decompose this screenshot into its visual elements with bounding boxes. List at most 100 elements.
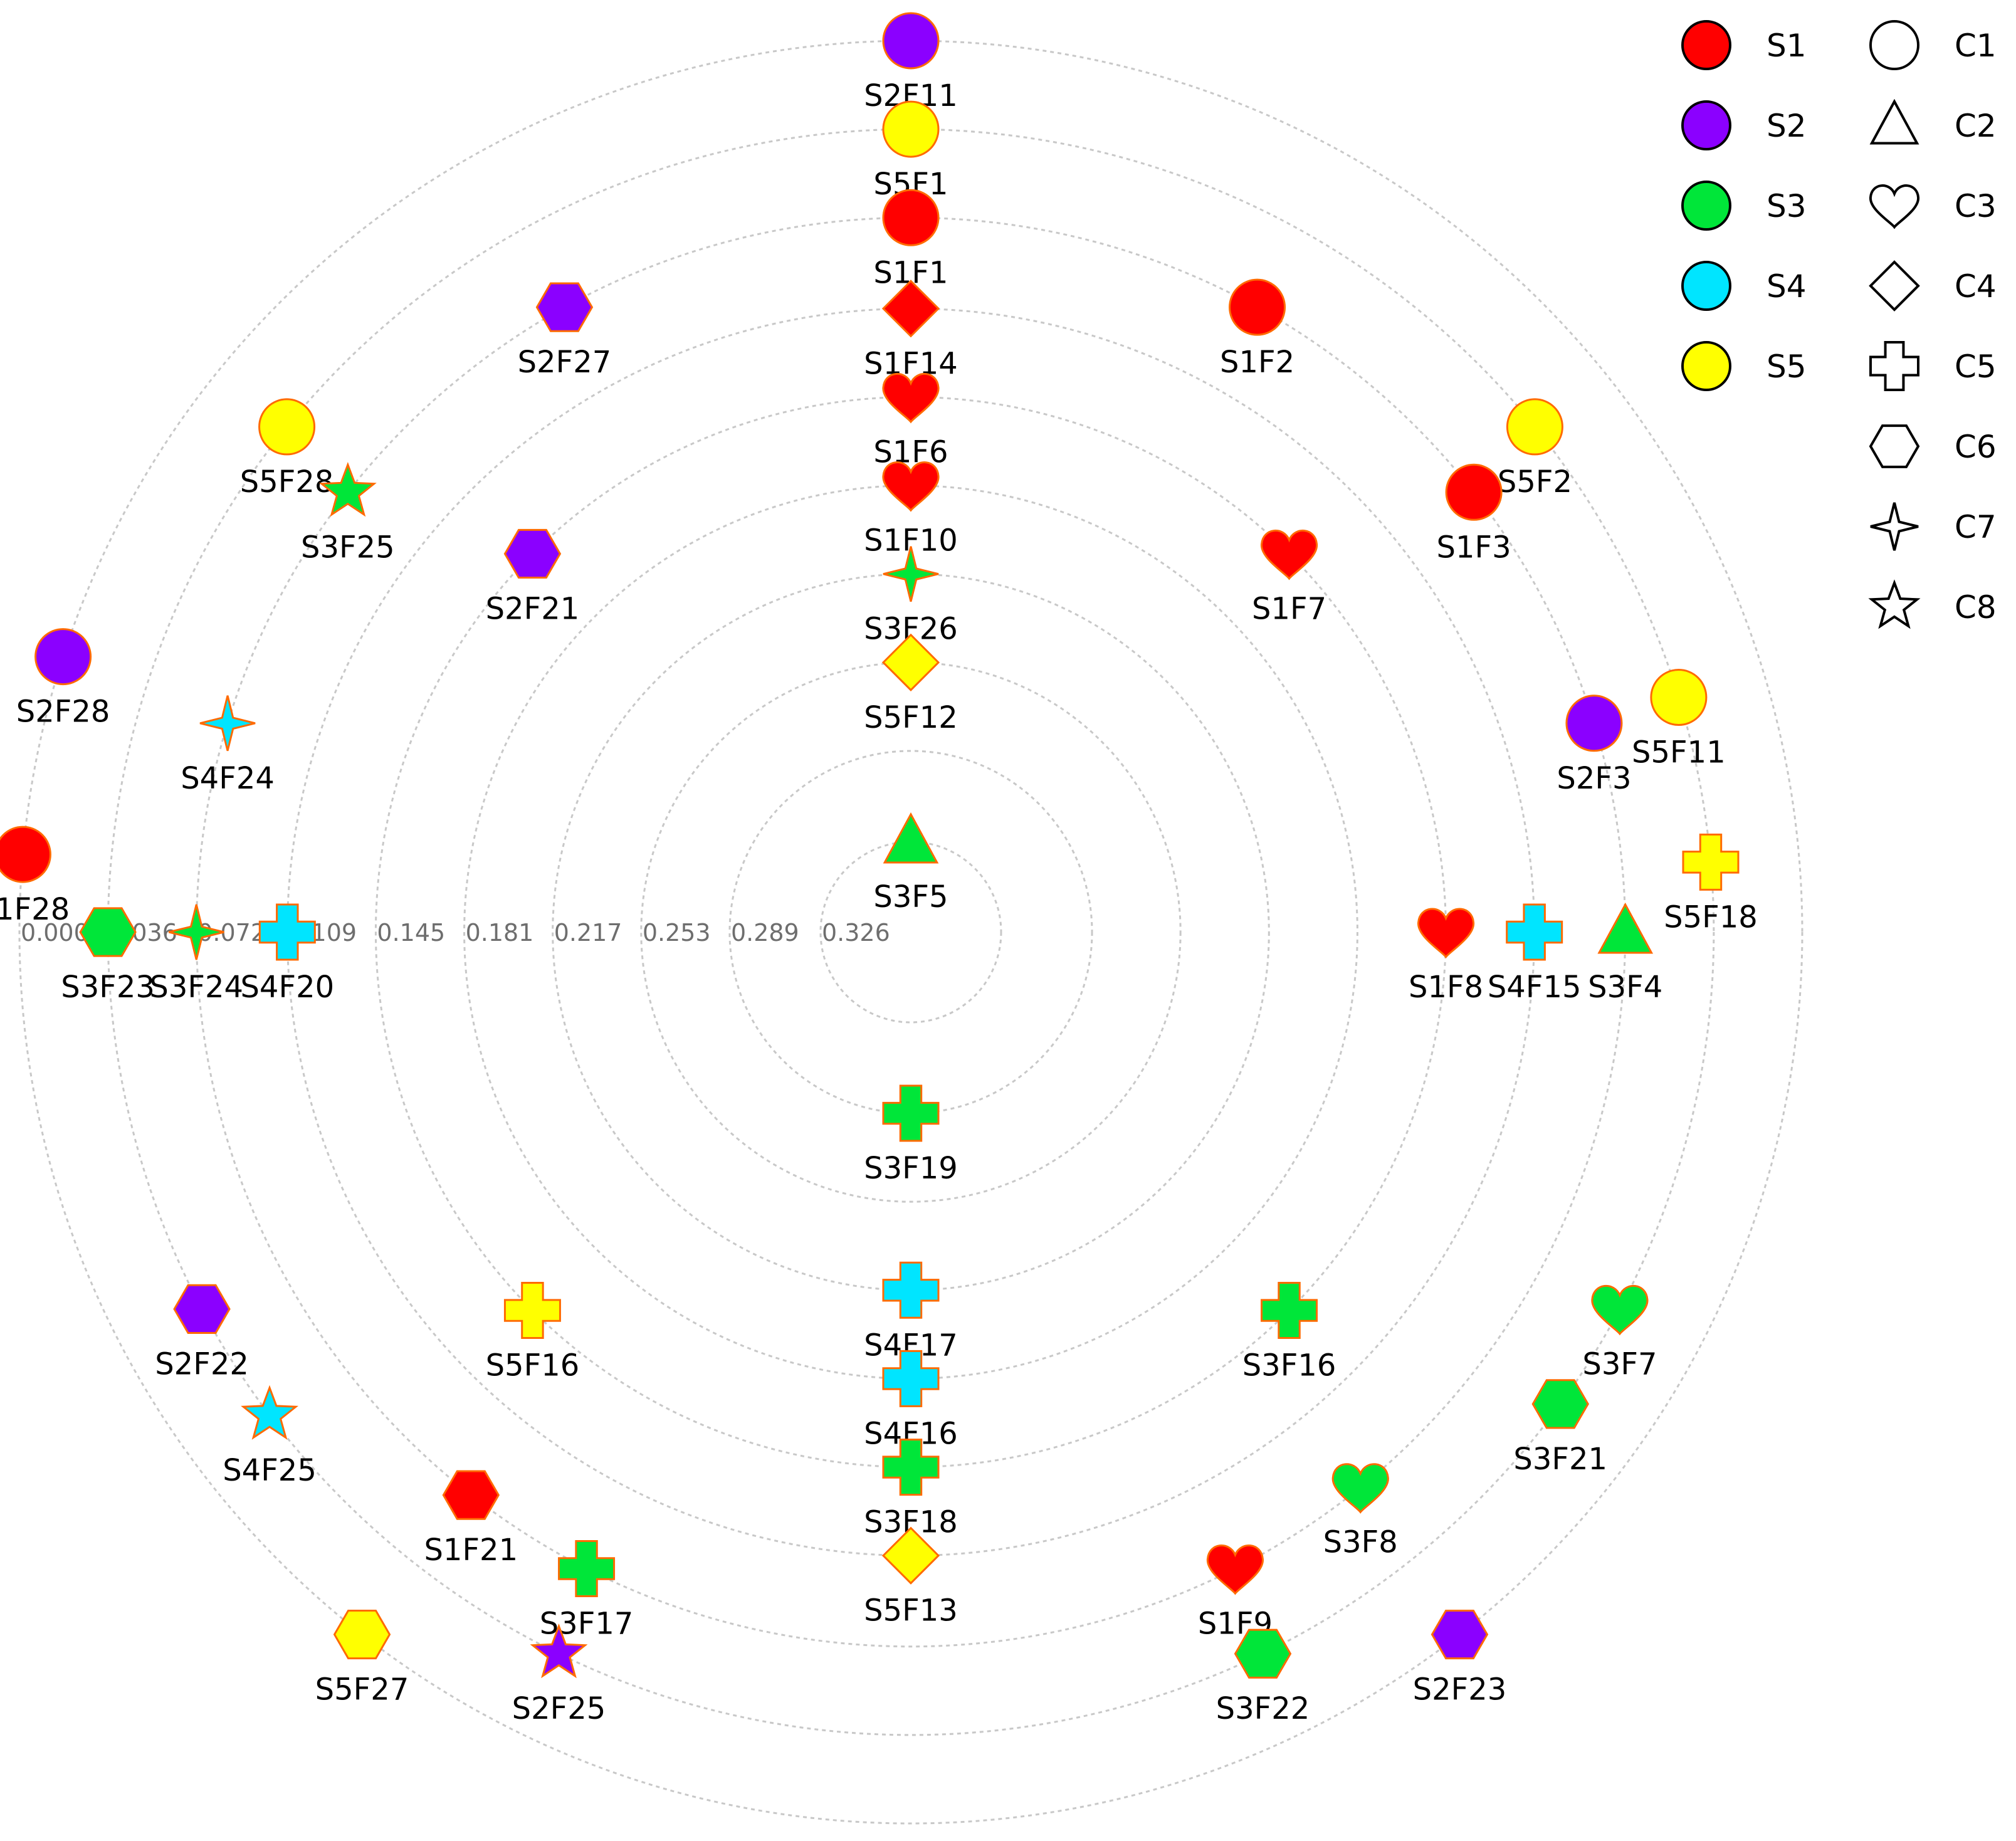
point-label: S3F17 [540, 1607, 634, 1642]
legend-series-label: S4 [1767, 268, 1807, 305]
point-marker [882, 100, 940, 158]
legend-shape-icon [1869, 184, 1919, 229]
point-label: S5F27 [315, 1672, 409, 1707]
point-marker [199, 695, 256, 752]
point-label: S5F2 [1498, 464, 1572, 500]
legend-series-label: S2 [1767, 108, 1807, 144]
legend-shape-label: C5 [1955, 349, 1997, 385]
point-label: S3F23 [61, 970, 155, 1005]
point-label: S2F28 [16, 695, 110, 730]
point-label: S1F2 [1220, 345, 1294, 380]
ring-7 [640, 661, 1182, 1203]
point-marker [1597, 902, 1654, 954]
point-marker [1417, 908, 1475, 959]
point-marker [173, 1284, 231, 1334]
point-label: S3F21 [1513, 1442, 1607, 1477]
point-label: S3F8 [1323, 1525, 1398, 1560]
point-marker [1229, 278, 1286, 336]
ring-9 [819, 841, 1002, 1024]
tick-label: 0.000 [21, 919, 89, 947]
point-marker [1234, 1629, 1292, 1679]
point-marker [333, 1609, 391, 1660]
point-label: S1F21 [424, 1533, 518, 1568]
point-label: S2F23 [1413, 1672, 1507, 1707]
point-label: S4F15 [1488, 970, 1582, 1005]
point-label: S1F6 [873, 434, 948, 469]
point-marker [1650, 669, 1708, 726]
legend-shape-icon [1869, 260, 1920, 312]
point-marker [882, 1350, 940, 1407]
legend-shape-label: C3 [1955, 188, 1997, 224]
point-marker [883, 546, 939, 602]
point-label: S3F24 [149, 970, 243, 1005]
point-marker [442, 1470, 500, 1520]
point-label: S5F13 [864, 1593, 958, 1629]
legend-swatch [1681, 341, 1731, 391]
point-marker [1506, 903, 1563, 961]
legend-shape-icon [1869, 98, 1919, 145]
legend-series-label: S5 [1767, 349, 1807, 385]
point-marker [1506, 398, 1563, 456]
legend-shape-label: C4 [1955, 268, 1997, 305]
point-marker [0, 826, 51, 883]
point-label: S2F22 [155, 1346, 249, 1382]
point-label: S3F25 [301, 530, 395, 565]
point-label: S4F24 [181, 761, 275, 796]
legend-swatch [1681, 181, 1731, 231]
point-marker [318, 462, 377, 517]
point-marker [1431, 1609, 1489, 1660]
legend-shape-label: C7 [1955, 509, 1997, 545]
point-marker [241, 1385, 298, 1440]
point-marker [881, 1526, 940, 1585]
point-label: S3F22 [1216, 1691, 1310, 1726]
ring-8 [728, 750, 1093, 1115]
point-marker [535, 282, 594, 332]
point-label: S3F7 [1582, 1346, 1657, 1382]
point-label: S2F3 [1557, 761, 1631, 796]
point-label: S3F19 [864, 1151, 958, 1186]
tick-label: 0.289 [731, 919, 799, 947]
point-label: S1F3 [1437, 530, 1511, 565]
point-marker [882, 461, 940, 512]
point-label: S1F8 [1409, 970, 1483, 1005]
point-marker [503, 528, 562, 579]
legend-shape-label: C6 [1955, 429, 1997, 465]
point-marker [258, 398, 316, 456]
point-marker [882, 1084, 940, 1142]
legend-swatch [1681, 20, 1731, 70]
tick-label: 0.181 [466, 919, 534, 947]
legend-series-label: S1 [1767, 28, 1807, 64]
point-label: S1F7 [1252, 591, 1326, 626]
point-marker [1261, 530, 1318, 580]
point-marker [503, 1282, 561, 1340]
point-marker [1682, 833, 1740, 891]
point-marker [882, 12, 940, 70]
point-marker [34, 628, 92, 686]
point-marker [1591, 1284, 1649, 1336]
point-marker [79, 907, 137, 957]
point-label: S3F4 [1588, 970, 1662, 1005]
point-label: S5F12 [864, 700, 958, 735]
legend-shape-label: C8 [1955, 589, 1997, 626]
point-label: S4F25 [223, 1453, 317, 1488]
tick-label: 0.253 [643, 919, 711, 947]
point-marker [258, 903, 316, 961]
point-marker [1445, 463, 1503, 521]
point-label: S3F16 [1242, 1348, 1336, 1383]
point-marker [1531, 1379, 1589, 1429]
point-label: S5F11 [1632, 735, 1726, 770]
point-marker [882, 189, 940, 246]
legend-shape-icon [1869, 424, 1920, 468]
point-marker [883, 812, 939, 864]
legend-series-label: S3 [1767, 188, 1807, 224]
point-label: S3F5 [873, 879, 948, 915]
legend-shape-icon [1869, 341, 1919, 391]
point-label: S5F28 [240, 464, 334, 500]
legend-shape-icon [1870, 502, 1919, 551]
point-marker [1261, 1282, 1318, 1340]
tick-label: 0.217 [554, 919, 622, 947]
